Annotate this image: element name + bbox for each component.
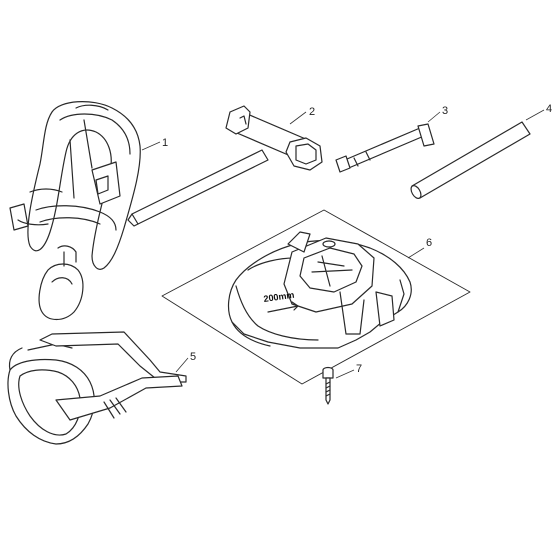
callout-2: 2 <box>309 106 315 118</box>
guard-marking: 200mm <box>263 290 295 304</box>
callout-3: 3 <box>442 105 448 117</box>
callout-4: 4 <box>546 103 552 115</box>
callout-1-group: 1 <box>141 137 168 151</box>
callout-7: 7 <box>356 363 362 375</box>
callout-6: 6 <box>426 237 432 249</box>
callout-3-group: 3 <box>427 105 448 123</box>
callout-5-group: 5 <box>175 351 196 373</box>
rod-part <box>410 121 531 199</box>
safety-glasses-part <box>7 331 187 445</box>
grass-guard-part: 200mm <box>227 231 412 349</box>
callout-2-group: 2 <box>289 106 315 125</box>
screw-part <box>322 366 334 405</box>
callout-6-group: 6 <box>407 237 432 259</box>
hex-key-part <box>335 123 435 173</box>
harness-part <box>9 101 141 321</box>
box-spanner-part <box>127 105 323 227</box>
callout-7-group: 7 <box>335 363 362 379</box>
callout-1: 1 <box>162 137 168 149</box>
callout-4-group: 4 <box>525 103 552 121</box>
callout-5: 5 <box>190 351 196 363</box>
